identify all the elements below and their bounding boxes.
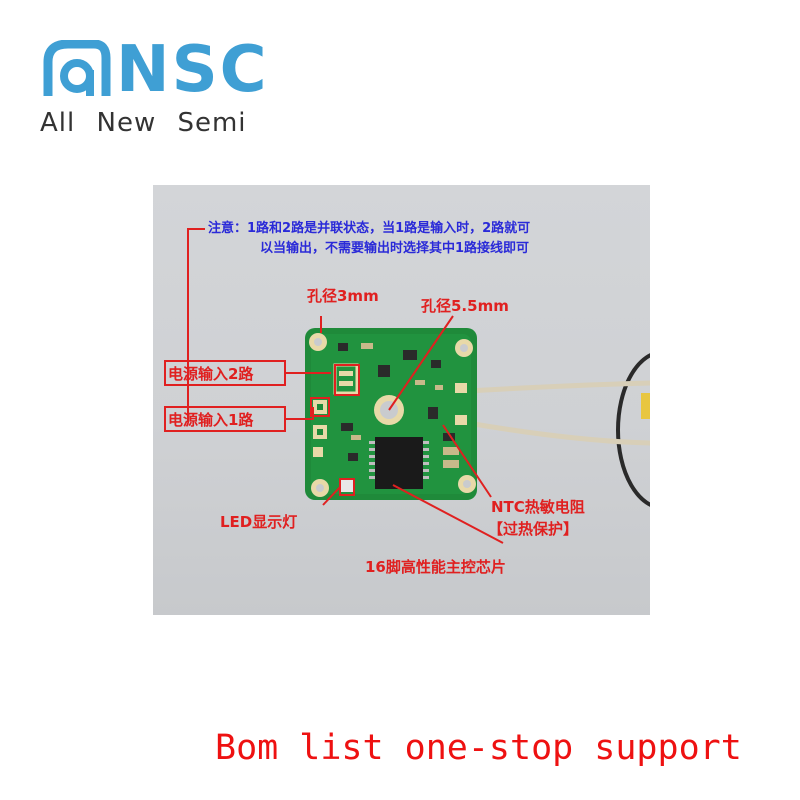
callout-lines (164, 228, 504, 544)
note-line-1: 注意：1路和2路是并联状态，当1路是输入时，2路就可 (208, 221, 531, 236)
label-power-input-2: 电源输入2路 (168, 365, 254, 383)
label-led: LED显示灯 (220, 513, 298, 531)
coil-shape (616, 353, 650, 507)
brand-block: NSC All New Semi (40, 30, 280, 140)
logo-a-icon (43, 40, 111, 96)
pcb-illustration (164, 228, 650, 544)
brand-tagline: All New Semi (40, 108, 247, 138)
brand-logo: NSC (40, 30, 280, 107)
logo-nsc-text: NSC (116, 33, 269, 107)
label-main-chip: 16脚高性能主控芯片 (365, 558, 506, 576)
wire-top (467, 380, 650, 394)
label-hole-5-5mm: 孔径5.5mm (421, 297, 509, 315)
coil-tab (641, 393, 650, 419)
wire-bottom (467, 420, 650, 446)
note-text: 注意：1路和2路是并联状态，当1路是输入时，2路就可 以当输出，不需要输出时选择… (208, 219, 648, 259)
label-hole-3mm: 孔径3mm (307, 287, 379, 305)
label-power-input-1: 电源输入1路 (168, 411, 254, 429)
note-line-2: 以当输出，不需要输出时选择其中1路接线即可 (260, 241, 530, 256)
label-ntc-line-1: NTC热敏电阻 (491, 498, 585, 516)
label-ntc-line-2: 【过热保护】 (488, 520, 579, 538)
footer-slogan: Bom list one-stop support (215, 728, 742, 768)
product-photo: 注意：1路和2路是并联状态，当1路是输入时，2路就可 以当输出，不需要输出时选择… (153, 185, 650, 615)
